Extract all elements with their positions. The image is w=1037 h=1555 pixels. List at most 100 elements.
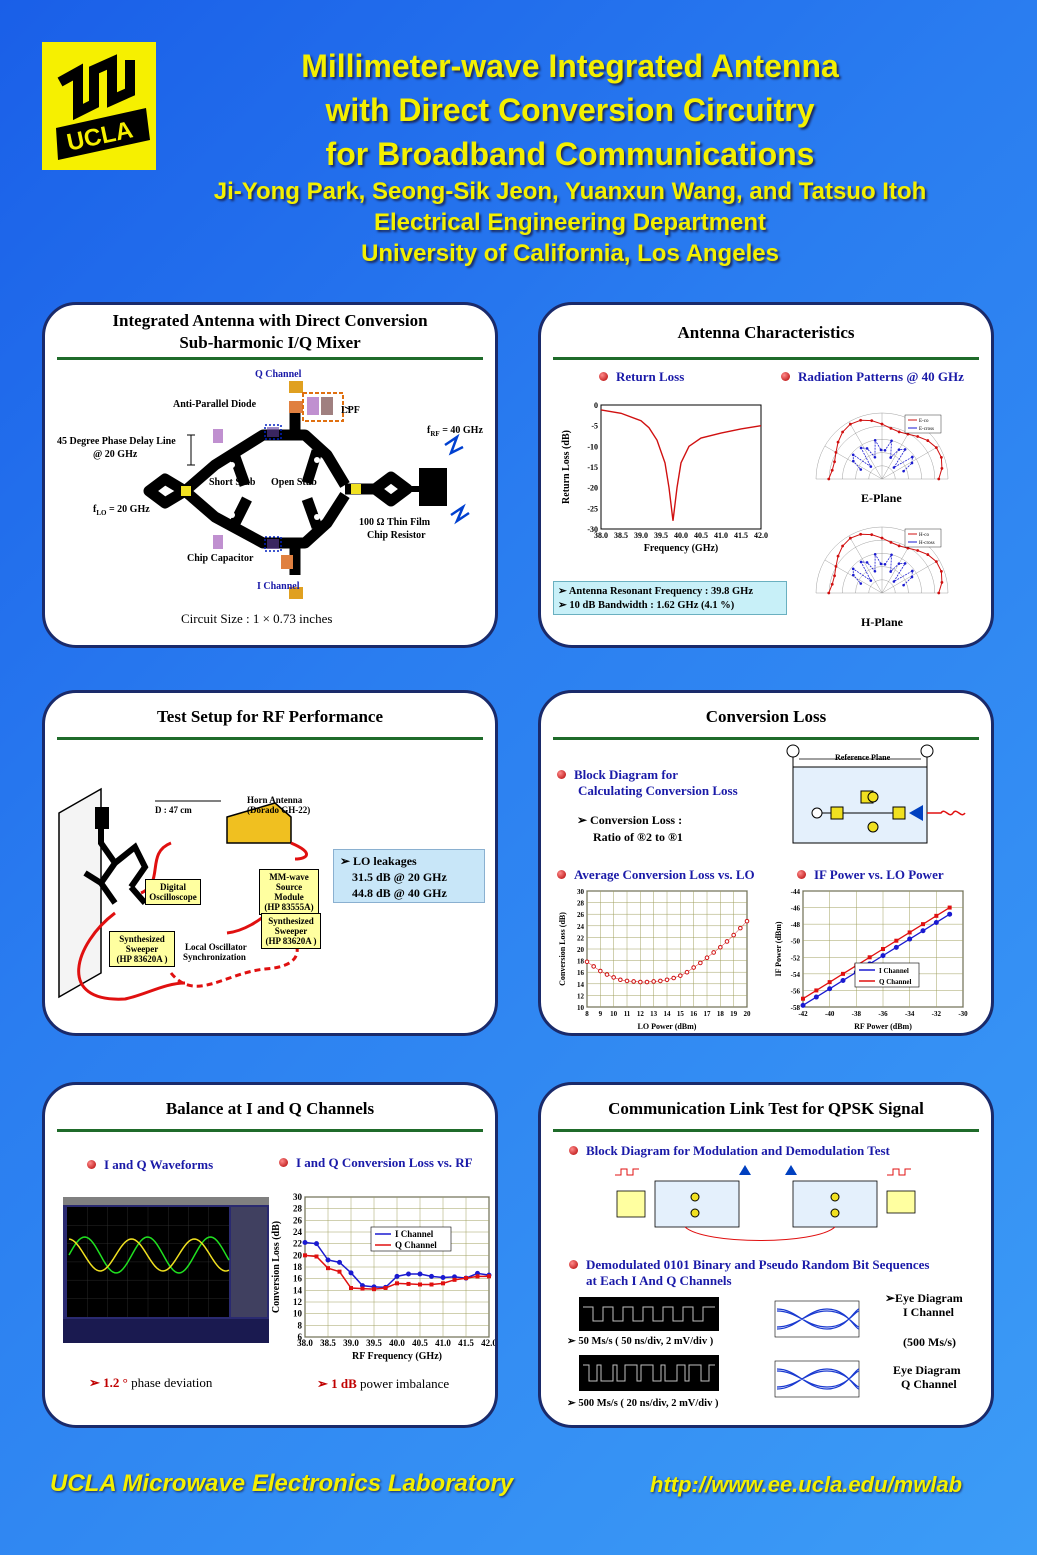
y-tick-label: 30	[293, 1192, 303, 1202]
cross-pol-point	[873, 552, 877, 556]
panel5-title: Balance at I and Q Channels	[165, 1099, 375, 1118]
data-point	[644, 979, 650, 985]
antenna-info-box: ➢ Antenna Resonant Frequency : 39.8 GHz …	[553, 581, 787, 615]
cross-pol-point	[852, 459, 855, 463]
data-point	[464, 1276, 468, 1281]
polar-legend-cross: E-cross	[919, 427, 934, 432]
y-tick-label: -52	[791, 954, 801, 962]
data-point	[724, 939, 730, 944]
cross-pol-point	[897, 562, 901, 565]
co-pol-point	[897, 544, 901, 548]
data-point	[441, 1281, 445, 1286]
radiation-bullet: Radiation Patterns @ 40 GHz	[781, 369, 964, 385]
radiation-bullet-text: Radiation Patterns @ 40 GHz	[798, 369, 964, 384]
y-tick-label: -20	[587, 484, 598, 493]
poster-title: Millimeter-wave Integrated Antenna with …	[160, 44, 980, 176]
data-point	[429, 1273, 434, 1279]
y-tick-label: 18	[577, 958, 585, 966]
legend-entry: I Channel	[395, 1229, 434, 1239]
co-pol-point	[827, 477, 831, 481]
data-point	[840, 977, 846, 983]
frf-val: = 40 GHz	[439, 425, 483, 436]
x-tick-label: 19	[730, 1010, 738, 1018]
panel-antenna-characteristics: Antenna Characteristics Return Loss Radi…	[538, 302, 994, 648]
co-pol-point	[836, 440, 840, 444]
panel-communication-link: Communication Link Test for QPSK Signal …	[538, 1082, 994, 1428]
i-channel-label: I Channel	[257, 581, 300, 592]
cross-pol-point	[897, 448, 901, 451]
mod-demod-bullet: Block Diagram for Modulation and Demodul…	[569, 1143, 890, 1159]
x-tick-label: 39.5	[654, 531, 668, 540]
y-tick-label: 24	[577, 923, 585, 931]
panel1-title-line2: Sub-harmonic I/Q Mixer	[179, 333, 361, 352]
power-imbalance-note: ➢ 1 dB power imbalance	[317, 1376, 449, 1392]
cross-pol-line	[852, 438, 913, 472]
frf-sym: f	[427, 425, 431, 436]
phase-delay-label: 45 Degree Phase Delay Line	[57, 436, 176, 447]
y-tick-label: 26	[293, 1215, 303, 1225]
cross-pol-point	[892, 580, 896, 583]
cross-pol-point	[883, 562, 887, 566]
y-tick-label: 16	[577, 969, 585, 977]
y-tick-label: 12	[293, 1297, 303, 1307]
cross-pol-point	[851, 453, 855, 457]
co-pol-point	[906, 546, 910, 550]
y-tick-label: 6	[298, 1332, 303, 1342]
polar-spoke	[824, 445, 883, 480]
x-tick-label: 14	[664, 1010, 672, 1018]
legend-entry: Q Channel	[879, 978, 912, 986]
polar-spoke	[848, 535, 883, 594]
lab-url[interactable]: http://www.ee.ucla.edu/mwlab	[650, 1472, 963, 1497]
x-tick-label: 41.5	[458, 1338, 474, 1348]
data-point	[302, 1240, 308, 1245]
x-tick-label: 40.5	[412, 1338, 428, 1348]
data-point	[487, 1274, 491, 1279]
legend-box	[370, 1226, 452, 1252]
x-tick-label: 42.0	[481, 1338, 495, 1348]
polar-legend-co: E-co	[919, 419, 929, 424]
x-tick-label: 39.0	[343, 1338, 359, 1348]
anti-parallel-diode-label: Anti-Parallel Diode	[173, 399, 257, 410]
demod-sequences-bullet-text: Demodulated 0101 Binary and Pseudo Rando…	[586, 1257, 930, 1272]
polar-legend-co: H-co	[919, 533, 929, 538]
data-point	[418, 1282, 422, 1287]
data-point	[383, 1286, 388, 1290]
data-point	[314, 1254, 319, 1259]
co-pol-point	[880, 422, 884, 426]
open-stub-label: Open Stub	[271, 477, 317, 488]
data-point	[920, 928, 926, 934]
legend-box	[854, 962, 920, 988]
data-point	[744, 918, 750, 924]
avg-conv-loss-bullet-text: Average Conversion Loss vs. LO	[574, 867, 755, 882]
box-line: Digital	[160, 882, 186, 892]
box-line: (HP 83555A)	[264, 902, 314, 912]
eye-diagram-rate: (500 Ms/s)	[903, 1335, 956, 1349]
ucla-logo: UCLA	[42, 42, 156, 170]
y-tick-label: 0	[594, 401, 598, 410]
y-tick-label: -10	[587, 442, 598, 451]
co-pol-point	[870, 419, 874, 423]
if-power-bullet: IF Power vs. LO Power	[797, 867, 944, 883]
eye-diagram-q	[774, 1360, 860, 1398]
flo-label: fLO = 20 GHz	[93, 504, 150, 517]
y-tick-label: -30	[587, 525, 598, 534]
scope-topbar	[63, 1197, 269, 1205]
data-point	[934, 913, 939, 918]
data-point	[658, 978, 663, 984]
co-pol-point	[830, 582, 834, 586]
cross-pol-point	[865, 561, 869, 564]
polar-spoke	[848, 421, 883, 480]
conversion-loss-ratio: Ratio of ®2 to ®1	[593, 830, 683, 844]
y-tick-label: 22	[577, 934, 585, 942]
co-pol-point	[870, 533, 874, 537]
return-loss-bullet-text: Return Loss	[616, 369, 685, 384]
x-tick-label: 9	[599, 1010, 603, 1018]
mod-demod-diagram	[615, 1165, 916, 1241]
box-line: Synthesized	[119, 934, 165, 944]
phase-deviation-text: phase deviation	[127, 1375, 213, 1390]
y-tick-label: 10	[577, 1004, 585, 1012]
x-tick-label: 41.0	[435, 1338, 451, 1348]
authors-block: Ji-Yong Park, Seong-Sik Jeon, Yuanxun Wa…	[160, 176, 980, 269]
phase-deviation-note: ➢ 1.2 ° phase deviation	[89, 1375, 212, 1391]
frf-sub: RF	[430, 430, 440, 438]
